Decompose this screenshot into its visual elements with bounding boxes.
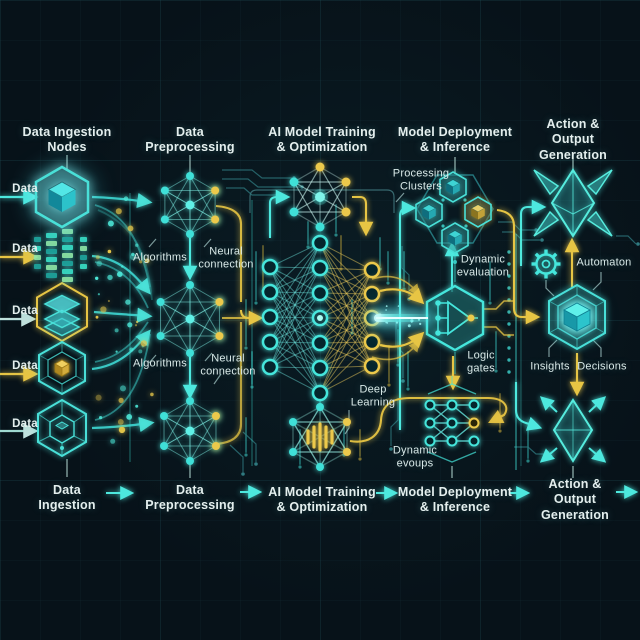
logic-gate-icon — [425, 284, 485, 352]
data-input-arrows — [0, 189, 39, 439]
label-neural-upper: Neural connection — [198, 245, 254, 271]
action-diamond-icon — [539, 396, 607, 463]
dotted-rail — [507, 250, 511, 374]
label-insights: Insights — [530, 360, 570, 373]
header-data-ingestion: Data Ingestion Nodes — [22, 124, 112, 154]
inference-beam — [368, 275, 434, 361]
footer-data-ingestion: Data Ingestion — [38, 482, 96, 512]
header-output: Action & Output Generation — [539, 117, 607, 162]
label-logic-gates: Logic gates — [467, 349, 495, 375]
cube-hexagon-icons — [34, 165, 492, 254]
label-dynamic-evaluation: Dynamic evaluation — [456, 253, 510, 279]
data-input-label-1: Data — [12, 182, 38, 195]
ingestion-flow-curves — [91, 192, 155, 433]
label-algorithms-lower: Algorithms — [133, 357, 187, 370]
preprocessing-network-icons — [156, 172, 224, 465]
vertical-glow-lines — [244, 204, 530, 469]
label-decisions: Decisions — [577, 360, 627, 373]
insight-hexagon-icon — [548, 283, 606, 351]
dynamic-network-icon — [424, 383, 480, 463]
star-network-icon — [289, 162, 351, 232]
footer-preprocessing: Data Preprocessing — [145, 482, 235, 512]
stage-connectors — [106, 189, 639, 500]
header-training: AI Model Training & Optimization — [268, 124, 376, 154]
gear-icon — [531, 249, 561, 279]
nested-hexagon-yellow-cube-icon — [38, 340, 86, 396]
label-algorithms-upper: Algorithms — [133, 251, 187, 264]
server-stack-icon — [34, 229, 87, 282]
merkaba-star-icon — [533, 168, 613, 238]
label-neural-lower: Neural connection — [200, 352, 256, 378]
processing-cluster-outline — [416, 174, 494, 264]
data-input-label-5: Data — [12, 417, 38, 430]
data-input-label-4: Data — [12, 359, 38, 372]
layered-data-hexagon-icon — [36, 281, 88, 343]
hexagram-equalizer-icon — [289, 403, 351, 471]
deep-neural-network — [261, 234, 381, 402]
header-deployment: Model Deployment & Inference — [397, 124, 513, 154]
wireframe-hexagon-icon — [37, 398, 87, 458]
data-input-label-2: Data — [12, 242, 38, 255]
label-processing-clusters: Processing Clusters — [392, 167, 450, 193]
label-deep-learning: Deep Learning — [350, 383, 396, 409]
label-dynamic-evoups: Dynamic evoups — [392, 444, 438, 470]
label-pointer-brackets — [148, 192, 602, 435]
footer-training: AI Model Training & Optimization — [268, 484, 376, 514]
header-preprocessing: Data Preprocessing — [145, 124, 235, 154]
footer-flow-arrows — [106, 485, 639, 500]
footer-output: Action & Output Generation — [541, 477, 609, 522]
label-automaton: Automaton — [576, 256, 632, 269]
footer-deployment: Model Deployment & Inference — [397, 484, 513, 514]
data-input-label-3: Data — [12, 304, 38, 317]
right-rail-lines — [515, 234, 522, 470]
